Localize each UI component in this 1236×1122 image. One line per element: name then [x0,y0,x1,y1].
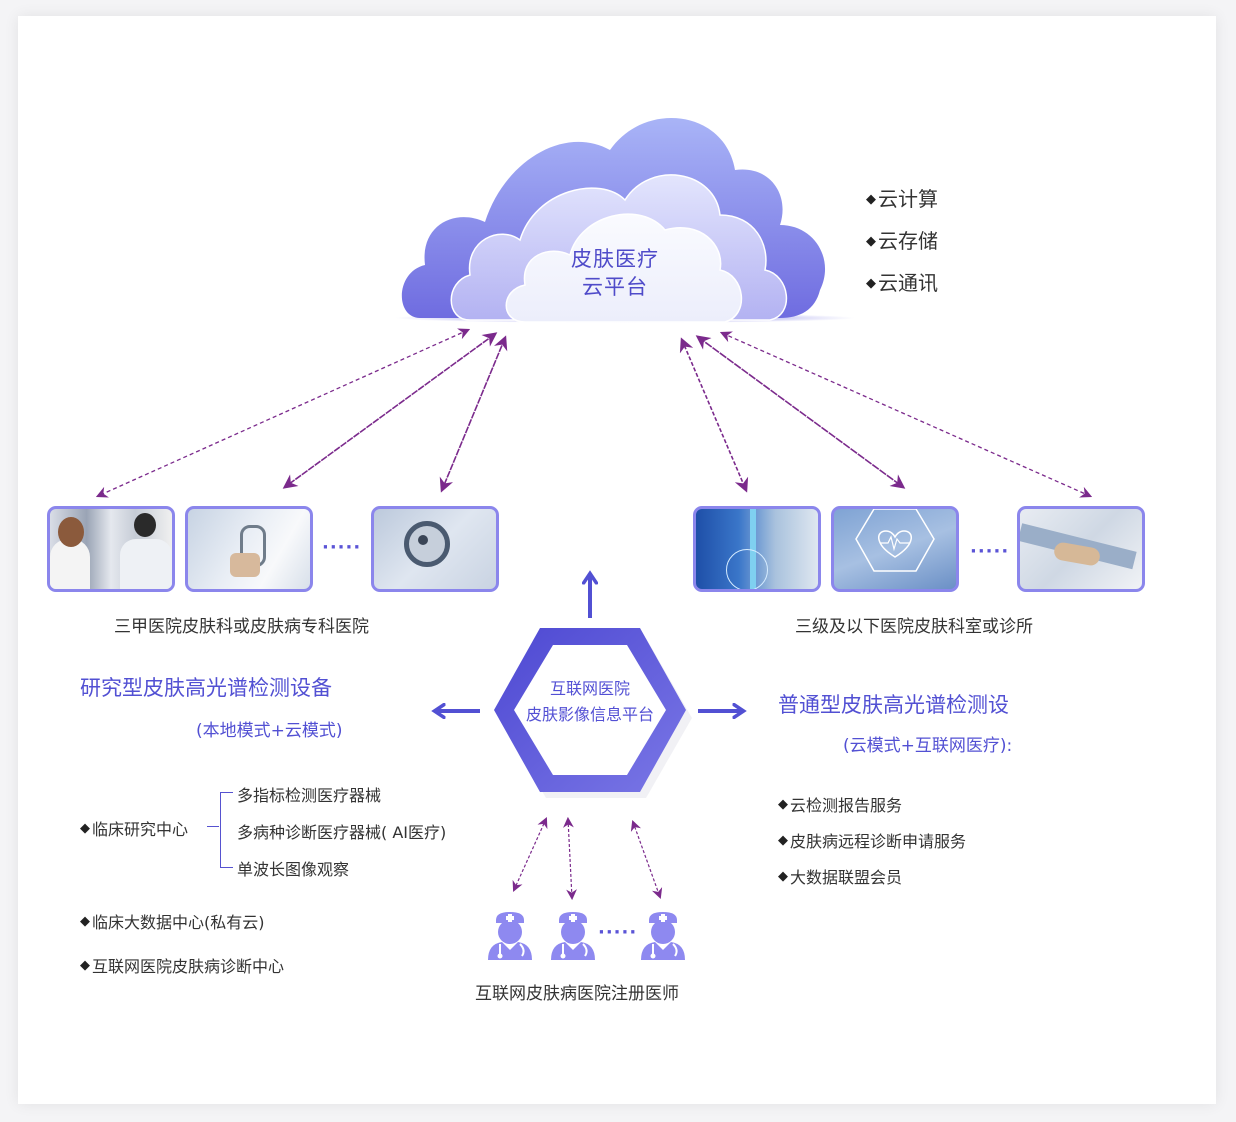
bracket-connector [207,826,219,827]
sub-item: 单波长图像观察 [237,860,350,879]
heart-icon [855,509,935,572]
clinical-sub-items: 多指标检测医疗器械 多病种诊断医疗器械( AI医疗) 单波长图像观察 [237,782,446,893]
diamond-bullet-icon: ◆ [866,276,876,291]
diamond-bullet-icon: ◆ [778,869,788,884]
hub-title-line1: 互联网医院 [549,679,630,698]
research-item: ◆临床大数据中心(私有云) [80,913,265,932]
right-group-label: 三级及以下医院皮肤科室或诊所 [795,617,1033,637]
left-group-label: 三甲医院皮肤科或皮肤病专科医院 [114,617,369,637]
sub-item: 多病种诊断医疗器械( AI医疗) [237,823,447,842]
hub-hexagon [494,628,692,798]
diamond-bullet-icon: ◆ [80,914,90,929]
hub-title: 互联网医院 皮肤影像信息平台 [500,676,680,728]
general-item: ◆云检测报告服务 [778,796,903,815]
arrow-hub-doctor-2 [563,816,577,901]
research-device-subtitle: (本地模式+云模式) [196,721,343,741]
cloud-feature-list: ◆云计算 ◆云存储 ◆云通讯 [866,184,938,310]
sub-item: 多指标检测医疗器械 [237,786,382,805]
arrow-cloud-right-1 [679,337,749,493]
bracket-line [220,792,233,868]
cloud-title-line2: 云平台 [582,275,648,299]
more-ellipsis: ····· [598,922,638,943]
doctor-icon [551,912,595,960]
more-ellipsis: ····· [970,541,1010,562]
heart-hexagon-photo [831,506,959,592]
cloud-title: 皮肤医疗 云平台 [540,245,690,301]
cloud-feature-item: ◆云存储 [866,229,938,253]
arrow-cloud-left-1 [95,328,471,498]
clinical-center-item: ◆临床研究中心 [80,820,189,839]
diamond-bullet-icon: ◆ [778,833,788,848]
diamond-bullet-icon: ◆ [778,797,788,812]
arrow-hub-doctor-3 [630,819,663,900]
arrow-cloud-left-3 [439,335,508,493]
general-item: ◆皮肤病远程诊断申请服务 [778,832,967,851]
lab-test-tube-photo [693,506,821,592]
research-item: ◆互联网医院皮肤病诊断中心 [80,957,285,976]
cloud-feature-item: ◆云计算 [866,187,938,211]
diamond-bullet-icon: ◆ [80,958,90,973]
stethoscope-coat-photo [185,506,313,592]
general-device-list: ◆云检测报告服务 ◆皮肤病远程诊断申请服务 ◆大数据联盟会员 [778,792,966,900]
hub-title-line2: 皮肤影像信息平台 [525,705,654,724]
arrow-hub-doctor-1 [512,817,548,892]
research-device-title: 研究型皮肤高光谱检测设备 [80,676,332,700]
diamond-bullet-icon: ◆ [80,821,90,836]
arrow-cloud-right-2 [695,335,906,489]
cloud-icon [395,117,855,323]
more-ellipsis: ····· [322,537,362,558]
arrow-cloud-left-2 [282,332,498,489]
cloud-title-line1: 皮肤医疗 [571,247,659,271]
doctors-label: 互联网皮肤病医院注册医师 [475,984,679,1004]
doctor-icon [488,912,532,960]
diamond-bullet-icon: ◆ [866,192,876,207]
doctor-icon [641,912,685,960]
cloud-feature-item: ◆云通讯 [866,271,938,295]
tablet-hand-photo [1017,506,1145,592]
general-item: ◆大数据联盟会员 [778,868,903,887]
doctors-xray-photo [47,506,175,592]
general-device-title: 普通型皮肤高光谱检测设 [778,693,1009,717]
arrow-cloud-right-3 [719,331,1093,498]
diamond-bullet-icon: ◆ [866,234,876,249]
general-device-subtitle: (云模式+互联网医疗): [843,736,1013,756]
stethoscope-closeup-photo [371,506,499,592]
